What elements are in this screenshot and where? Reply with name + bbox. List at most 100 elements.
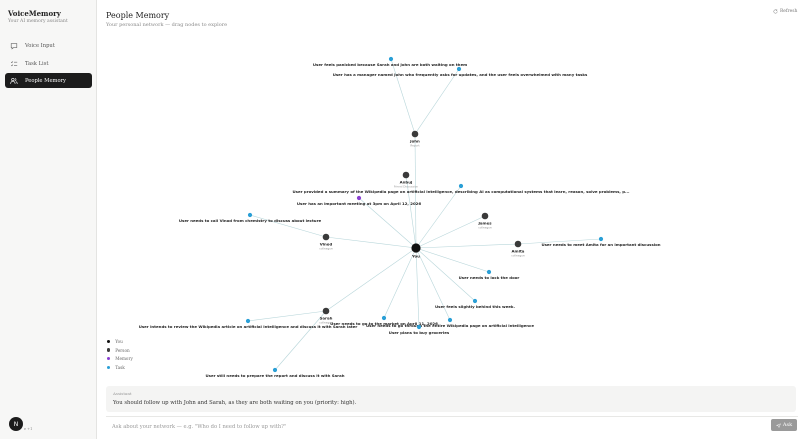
node-label: James bbox=[477, 220, 492, 225]
graph-edge bbox=[415, 247, 476, 302]
graph-edge bbox=[325, 236, 417, 249]
graph-node-t-review[interactable]: User intends to review the Wikipedia art… bbox=[139, 318, 358, 329]
legend-label: Memory bbox=[115, 356, 133, 362]
node-dot[interactable] bbox=[458, 183, 464, 189]
ask-button[interactable]: Ask bbox=[771, 419, 797, 431]
node-dot[interactable] bbox=[514, 240, 522, 248]
node-dot[interactable] bbox=[598, 236, 604, 242]
graph-node-t-report[interactable]: User still needs to prepare the report a… bbox=[206, 367, 345, 378]
node-dot[interactable] bbox=[447, 317, 453, 323]
graph-edge bbox=[415, 247, 451, 321]
sidebar-item-task-list[interactable]: Task List bbox=[5, 56, 92, 71]
graph-edge bbox=[415, 247, 490, 273]
node-dot[interactable] bbox=[472, 298, 478, 304]
app-title: VoiceMemory bbox=[8, 9, 61, 18]
node-label: Vinod bbox=[320, 241, 333, 246]
ask-button-label: Ask bbox=[782, 422, 793, 428]
graph-edge bbox=[405, 174, 417, 249]
ask-input[interactable] bbox=[106, 420, 756, 433]
node-label: Sarah bbox=[320, 315, 333, 320]
ask-bar: Ask bbox=[106, 416, 798, 434]
node-sublabel: colleague bbox=[511, 253, 525, 257]
send-icon bbox=[775, 422, 781, 428]
node-label: User needs to call Vinod from chemistry … bbox=[179, 218, 322, 223]
graph-edge bbox=[249, 214, 327, 238]
graph-edge bbox=[517, 238, 602, 245]
refresh-label: Refresh bbox=[780, 9, 798, 14]
node-dot[interactable] bbox=[322, 233, 330, 241]
sidebar-item-voice-input[interactable]: Voice Input bbox=[5, 38, 92, 53]
node-dot[interactable] bbox=[402, 171, 410, 179]
node-dot[interactable] bbox=[356, 195, 362, 201]
node-label: User needs to lock the door bbox=[459, 275, 520, 280]
graph-edge bbox=[414, 68, 460, 135]
node-dot[interactable] bbox=[247, 212, 253, 218]
node-dot[interactable] bbox=[481, 212, 489, 220]
node-sublabel: colleague bbox=[478, 225, 492, 229]
node-label: User plans to buy groceries bbox=[389, 330, 450, 335]
node-dot[interactable] bbox=[272, 367, 278, 373]
node-dot[interactable] bbox=[245, 318, 251, 324]
node-dot[interactable] bbox=[411, 243, 421, 253]
sidebar: VoiceMemory Your AI memory assistant Voi… bbox=[0, 0, 97, 439]
node-dot[interactable] bbox=[388, 56, 394, 62]
graph-node-t-groceries[interactable]: User plans to buy groceries bbox=[389, 324, 450, 335]
node-dot[interactable] bbox=[411, 130, 419, 138]
graph-node-t-door[interactable]: User needs to lock the door bbox=[459, 269, 520, 280]
graph-edge bbox=[383, 247, 417, 319]
legend-dot-memory bbox=[107, 357, 111, 361]
legend-item-person: Person bbox=[107, 346, 133, 355]
graph-node-m-meeting[interactable]: User has an important meeting at 3pm on … bbox=[297, 195, 422, 206]
avatar[interactable]: N bbox=[9, 417, 23, 431]
node-sublabel: colleague bbox=[319, 246, 333, 250]
node-dot[interactable] bbox=[322, 307, 330, 315]
graph-edge bbox=[415, 247, 420, 328]
graph-node-t-wiki[interactable]: User needs to go through the entire Wiki… bbox=[366, 317, 534, 328]
sidebar-item-label: Task List bbox=[25, 60, 49, 67]
sidebar-item-label: People Memory bbox=[25, 77, 66, 84]
graph-node-t-market[interactable]: User needs to go to the market on April … bbox=[330, 315, 438, 326]
sidebar-item-label: Voice Input bbox=[25, 42, 55, 49]
sidebar-item-people-memory[interactable]: People Memory bbox=[5, 73, 92, 88]
node-label: User still needs to prepare the report a… bbox=[206, 373, 345, 378]
legend-item-memory: Memory bbox=[107, 354, 133, 363]
assistant-response: Assistant You should follow up with John… bbox=[106, 386, 796, 412]
graph-node-t-amita[interactable]: User needs to meet Amita for an importan… bbox=[541, 236, 661, 247]
graph-edge bbox=[325, 247, 417, 312]
graph-edge bbox=[415, 185, 462, 249]
node-label: Anbuj bbox=[400, 179, 413, 184]
graph-node-you[interactable]: You bbox=[411, 243, 421, 259]
app-subtitle: Your AI memory assistant bbox=[8, 19, 68, 24]
graph-node-t-summary[interactable]: User provided a summary of the Wikipedia… bbox=[293, 183, 630, 194]
graph-edge bbox=[415, 243, 519, 249]
node-label: User needs to go to the market on April … bbox=[330, 321, 438, 326]
node-sublabel: colleague bbox=[319, 320, 333, 324]
node-dot[interactable] bbox=[416, 324, 422, 330]
graph-node-t-manager[interactable]: User has a manager named John who freque… bbox=[333, 66, 588, 77]
node-dot[interactable] bbox=[486, 269, 492, 275]
legend-dot-person bbox=[107, 348, 111, 352]
refresh-icon bbox=[773, 9, 778, 14]
graph-node-t-behind[interactable]: User feels slightly behind this week. bbox=[435, 298, 516, 309]
page-subtitle: Your personal network — drag nodes to ex… bbox=[106, 22, 228, 28]
checklist-icon bbox=[10, 60, 18, 68]
legend-dot-task bbox=[107, 365, 111, 369]
node-label: User has an important meeting at 3pm on … bbox=[297, 201, 422, 206]
graph-node-t-panicked[interactable]: User feels panicked because Sarah and Jo… bbox=[313, 56, 467, 67]
node-label: You bbox=[411, 254, 420, 259]
node-label: User intends to review the Wikipedia art… bbox=[139, 324, 358, 329]
node-dot[interactable] bbox=[456, 66, 462, 72]
graph-node-t-vinod[interactable]: User needs to call Vinod from chemistry … bbox=[179, 212, 322, 223]
refresh-button[interactable]: Refresh bbox=[773, 9, 797, 14]
graph-edge bbox=[247, 310, 327, 322]
legend-dot-you bbox=[107, 339, 111, 343]
node-dot[interactable] bbox=[381, 315, 387, 321]
